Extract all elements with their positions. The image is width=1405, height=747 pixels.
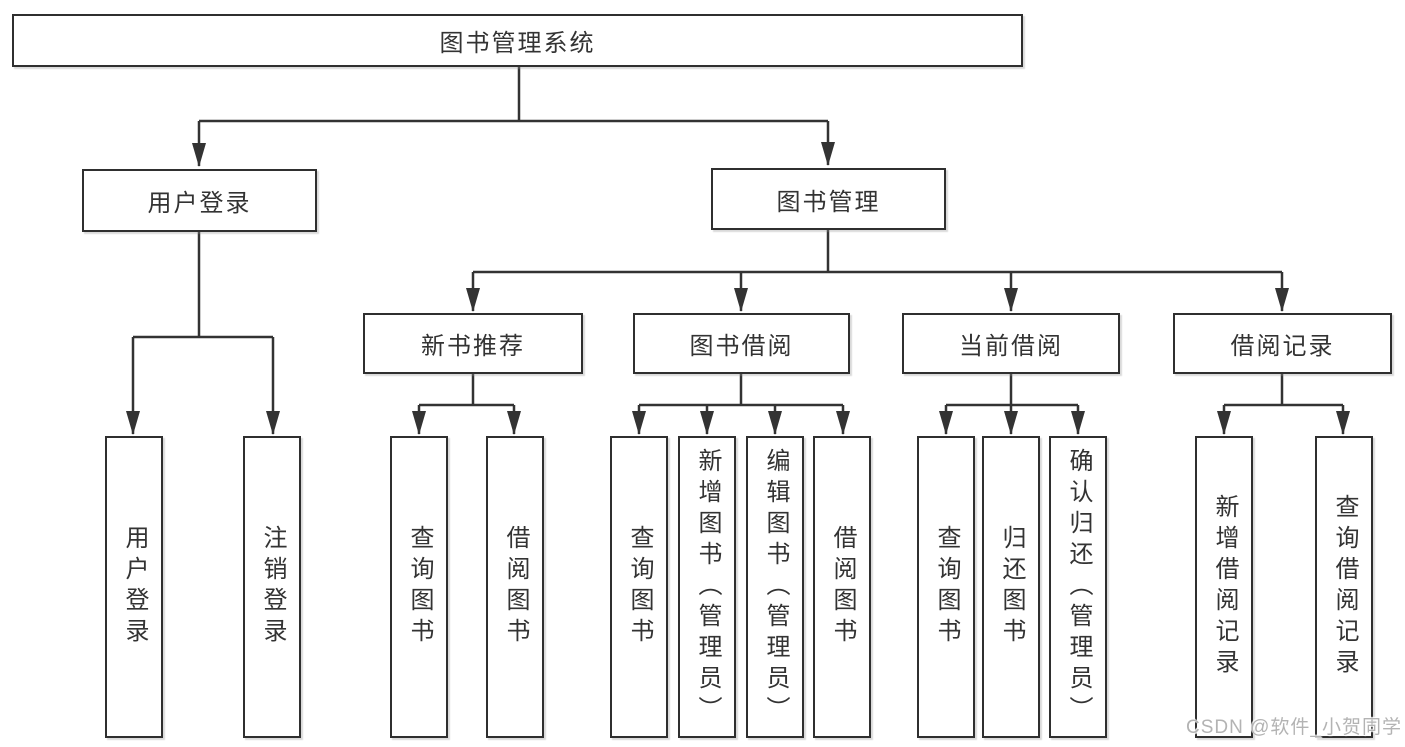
node-book-borrow: 图书借阅 [633,313,850,374]
node-current-borrow: 当前借阅 [902,313,1120,374]
leaf-records-query: 查询借阅记录 [1315,436,1373,738]
leaf-newbooks-query: 查询图书 [390,436,448,738]
leaf-borrow-edit-admin: 编辑图书（管理员） [746,436,804,738]
leaf-current-return: 归还图书 [982,436,1040,738]
leaf-borrow-borrow: 借阅图书 [813,436,871,738]
leaf-newbooks-borrow: 借阅图书 [486,436,544,738]
leaf-borrow-add-admin: 新增图书（管理员） [678,436,736,738]
csdn-watermark: CSDN @软件_小贺同学 [1186,717,1402,738]
node-borrow-records: 借阅记录 [1173,313,1392,374]
leaf-current-confirm-admin: 确认归还（管理员） [1049,436,1107,738]
node-root-system: 图书管理系统 [12,14,1023,67]
node-user-login: 用户登录 [82,169,317,232]
node-book-management: 图书管理 [711,168,946,230]
leaf-records-add: 新增借阅记录 [1195,436,1253,738]
leaf-user-login: 用户登录 [105,436,163,738]
leaf-logout: 注销登录 [243,436,301,738]
leaf-current-query: 查询图书 [917,436,975,738]
leaf-borrow-query: 查询图书 [610,436,668,738]
node-new-book-recommend: 新书推荐 [363,313,583,374]
